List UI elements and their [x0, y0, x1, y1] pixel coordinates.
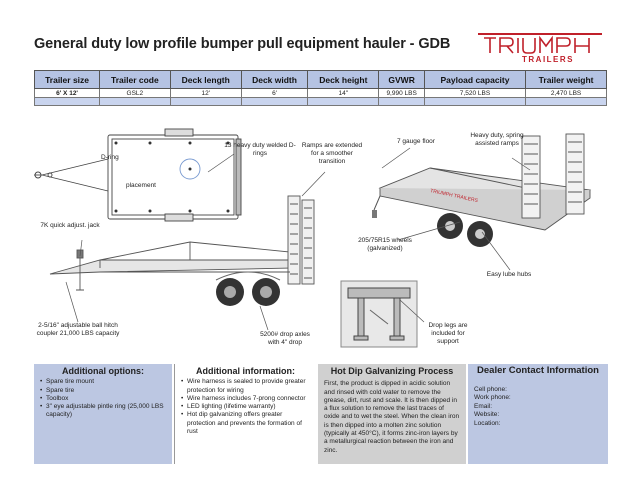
logo-wordmark	[484, 35, 590, 54]
list-item: Wire harness includes 7-prong connector	[181, 395, 310, 404]
spec-header: Deck height	[307, 70, 380, 89]
callout-quick-jack: 7K quick adjust. jack	[40, 222, 100, 229]
trailer-top-view	[34, 128, 242, 222]
additional-info-list: Wire harness is sealed to provide greate…	[181, 378, 310, 436]
list-item: LED lighting (lifetime warranty)	[181, 403, 310, 412]
triumph-logo: TRAILERS	[478, 33, 602, 67]
dealer-field-work: Work phone:	[474, 394, 511, 402]
additional-options-list: Spare tire mount Spare tire Toolbox 3" e…	[40, 378, 166, 419]
spec-header-row: Trailer size Trailer code Deck length De…	[33, 70, 607, 89]
top-view-dring-label: D-ring	[101, 154, 119, 161]
spec-header: Deck length	[169, 70, 242, 89]
drop-legs-inset	[340, 280, 418, 348]
dealer-field-website: Website:	[474, 411, 500, 419]
trailer-perspective-view: TRIUMPH TRAILERS	[372, 133, 592, 247]
callout-lube-hubs: Easy lube hubs	[486, 271, 532, 278]
callout-gauge-floor: 7 gauge floor	[397, 138, 435, 145]
additional-info-panel: Additional information: Wire harness is …	[174, 364, 316, 464]
list-item: Spare tire mount	[40, 378, 166, 387]
rear-hub	[224, 286, 236, 298]
trailer-side-view	[49, 195, 315, 306]
dealer-field-cell: Cell phone:	[474, 385, 507, 393]
list-item: 3" eye adjustable pintle ring (25,000 LB…	[40, 403, 166, 420]
persp-rear-hub	[445, 221, 455, 231]
callout-drop-legs: Drop legs are included for support	[428, 322, 468, 345]
spec-filler-cell	[33, 97, 101, 106]
logo-word	[482, 34, 600, 61]
list-item: Hot dip galvanizing offers greater prote…	[181, 411, 310, 436]
front-hub	[260, 286, 272, 298]
top-view-placement-label: placement	[126, 182, 156, 189]
spec-header: Deck width	[240, 70, 309, 89]
spec-filler-cell	[378, 97, 425, 106]
spec-header: Trailer size	[33, 70, 101, 89]
callout-coupler: 2-5/16" adjustable ball hitch coupler 21…	[36, 322, 120, 337]
list-item: Spare tire	[40, 387, 166, 396]
logo-sub: TRAILERS	[522, 55, 574, 64]
spec-header: Trailer code	[99, 70, 171, 89]
list-item: Toolbox	[40, 395, 166, 404]
callout-spring-ramps: Heavy duty, spring assisted ramps	[470, 132, 524, 147]
callout-ramps-extended: Ramps are extended for a smoother transi…	[301, 142, 363, 165]
galvanizing-body: First, the product is dipped in acidic s…	[324, 380, 460, 454]
additional-options-heading: Additional options:	[62, 366, 144, 376]
callout-axles: 5200# drop axles with 4" drop	[260, 331, 310, 346]
galvanizing-heading: Hot Dip Galvanizing Process	[330, 366, 454, 376]
spec-table: Trailer size Trailer code Deck length De…	[33, 70, 607, 106]
persp-jack	[372, 210, 377, 218]
dealer-field-location: Location:	[474, 419, 501, 427]
dealer-contact-panel: Dealer Contact Information Cell phone: W…	[468, 364, 608, 464]
additional-info-heading: Additional information:	[196, 366, 295, 376]
dealer-field-email: Email:	[474, 402, 493, 410]
spec-filler-row	[33, 97, 607, 106]
list-item: Wire harness is sealed to provide greate…	[181, 378, 310, 395]
additional-options-panel: Additional options: Spare tire mount Spa…	[34, 364, 172, 464]
persp-front-hub	[475, 229, 485, 239]
spec-filler-cell	[240, 97, 309, 106]
spec-filler-cell	[525, 97, 607, 106]
spec-header: Trailer weight	[525, 70, 607, 89]
logo-bar	[478, 33, 602, 35]
galvanizing-panel: Hot Dip Galvanizing Process First, the p…	[318, 364, 466, 464]
callout-d-rings: 13 heavy duty welded D-rings	[224, 142, 296, 157]
dealer-contact-heading: Dealer Contact Information	[477, 365, 599, 376]
callout-wheels: 205/75R15 wheels (galvanized)	[358, 237, 412, 252]
page-title: General duty low profile bumper pull equ…	[34, 36, 451, 52]
spec-filler-cell	[423, 97, 527, 106]
